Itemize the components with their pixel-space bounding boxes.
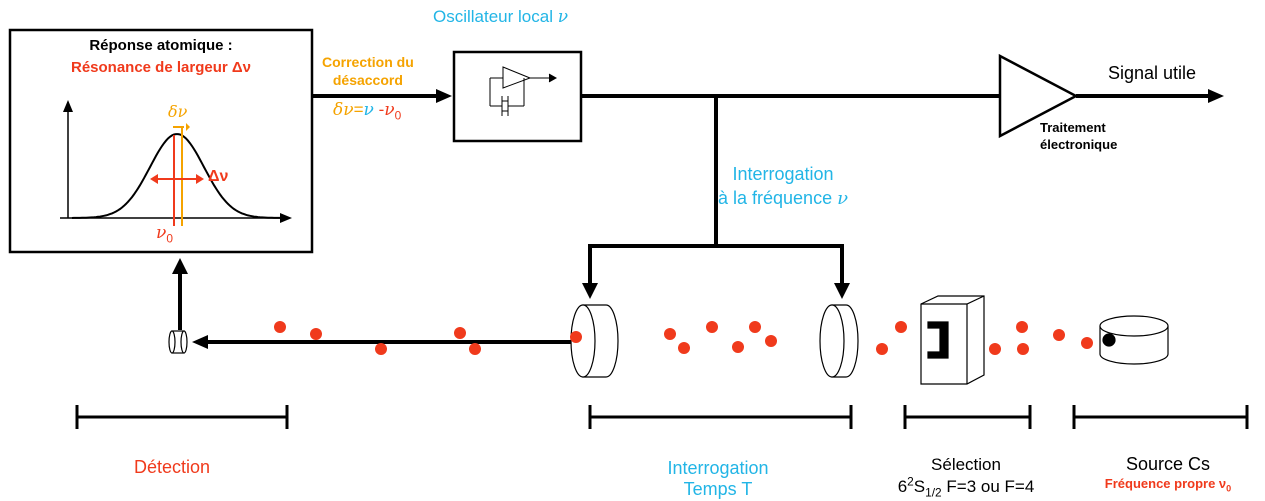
traitement-label: Traitement électronique	[1040, 120, 1117, 154]
source-line2-sub: 0	[1226, 483, 1232, 494]
traitement-line1: Traitement	[1040, 120, 1106, 135]
bracket-selection	[903, 405, 1032, 429]
correction-line2: désaccord	[332, 71, 403, 88]
interrogation-right-arrow-icon	[834, 283, 850, 299]
atom	[274, 321, 286, 333]
plot-center-label: ν0	[156, 223, 173, 246]
feedback-arrow-icon	[172, 258, 188, 274]
detector-icon	[168, 330, 188, 354]
signal-arrow-icon	[1208, 89, 1224, 103]
interrogation-time-line2: Temps T	[683, 478, 753, 499]
atomic-box-title: Réponse atomique :	[89, 37, 233, 54]
correction-arrow-icon	[436, 89, 452, 103]
source-line1: Source Cs	[1125, 454, 1211, 474]
selection-line2: 62S1/2 F=3 ou F=4	[866, 474, 1066, 500]
bracket-detection	[75, 405, 289, 429]
atom	[664, 328, 676, 340]
formula-nu: ν	[363, 100, 374, 120]
plot-center-sub: 0	[166, 231, 173, 246]
atoms	[274, 321, 1093, 355]
formula-nu0-sub: 0	[394, 108, 402, 123]
selection-line1: Sélection	[931, 455, 1001, 474]
interrogation-line2-text: à la fréquence	[718, 188, 833, 209]
selection-6: 6	[897, 477, 908, 497]
selection-magnet-icon	[920, 295, 985, 385]
atom	[678, 342, 690, 354]
selection-label: Sélection 62S1/2 F=3 ou F=4	[866, 454, 1066, 498]
beam-arrow-icon	[192, 335, 208, 349]
atom	[749, 321, 761, 333]
cs-source-icon	[1099, 315, 1169, 365]
formula-delta-nu: δν	[333, 100, 354, 120]
atomic-response-box	[8, 28, 314, 254]
interrogation-time-label: Interrogation Temps T	[638, 458, 798, 499]
interrogation-line1: Interrogation	[732, 164, 834, 184]
atom	[375, 343, 387, 355]
plot-delta-nu: δν	[168, 102, 188, 121]
correction-formula: δν=ν -ν0	[333, 100, 402, 123]
correction-line1: Correction du	[322, 54, 414, 70]
source-line2: Fréquence propre ν0	[1078, 475, 1258, 494]
interrogation-left-arrow-icon	[582, 283, 598, 299]
interrogation-nu: ν	[837, 188, 849, 210]
oscillator-box	[452, 50, 583, 143]
oscillator-circuit-icon	[489, 66, 558, 116]
signal-label: Signal utile	[1108, 63, 1197, 83]
atom	[876, 343, 888, 355]
correction-label: Correction du désaccord	[322, 54, 414, 89]
source-line2-text: Fréquence propre ν	[1104, 475, 1227, 491]
oscillator-nu: ν	[557, 7, 569, 27]
bracket-source	[1072, 405, 1249, 429]
formula-minus: -	[378, 100, 385, 119]
bracket-interrogation	[588, 405, 853, 429]
atom	[1017, 343, 1029, 355]
atom	[1081, 337, 1093, 349]
amplifier-icon	[998, 53, 1079, 139]
interrogation-line2: à la fréquence ν	[718, 186, 848, 211]
interrogation-time-line1: Interrogation	[667, 458, 769, 478]
selection-sub: 1/2	[925, 485, 942, 500]
atom	[989, 343, 1001, 355]
width-arrow-right-icon	[196, 174, 204, 184]
delta-arrow-icon	[186, 123, 190, 131]
atom	[570, 331, 582, 343]
atom	[469, 343, 481, 355]
interrogation-label: Interrogation à la fréquence ν	[718, 162, 848, 212]
atom	[454, 327, 466, 339]
selection-sup: 2	[907, 474, 914, 489]
atom	[706, 321, 718, 333]
atom	[895, 321, 907, 333]
source-label: Source Cs Fréquence propre ν0	[1078, 454, 1258, 494]
oscillator-text: Oscillateur local	[433, 7, 553, 26]
formula-nu0: ν	[384, 100, 395, 120]
resonance-curve	[71, 133, 283, 219]
cavity-left-icon	[570, 304, 619, 378]
detection-label: Détection	[134, 457, 211, 477]
selection-S: S	[913, 477, 926, 497]
atomic-box-subtitle: Résonance de largeur Δν	[70, 59, 251, 76]
atom	[310, 328, 322, 340]
plot-x-arrow-icon	[280, 213, 292, 223]
atom	[732, 341, 744, 353]
atom	[1053, 329, 1065, 341]
traitement-line2: électronique	[1040, 136, 1118, 152]
atom	[765, 335, 777, 347]
cavity-right-icon	[819, 304, 859, 378]
selection-F: F=3 ou F=4	[941, 477, 1035, 497]
plot-width-label: Δν	[208, 168, 229, 185]
width-arrow-left-icon	[150, 174, 158, 184]
oscillator-label: Oscillateur local ν	[433, 7, 569, 27]
atom	[1016, 321, 1028, 333]
formula-equals: =	[353, 100, 364, 119]
plot-y-arrow-icon	[63, 100, 73, 112]
plot-center-nu: ν	[156, 223, 167, 243]
